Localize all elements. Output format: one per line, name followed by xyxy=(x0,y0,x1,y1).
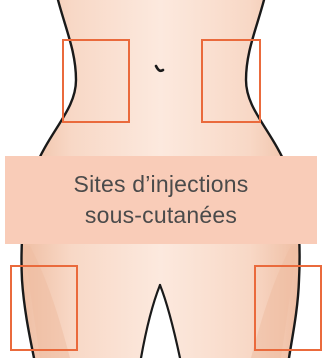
caption-line-1: Sites d’injections xyxy=(74,169,249,200)
caption-box: Sites d’injections sous-cutanées xyxy=(5,156,317,244)
caption-line-2: sous-cutanées xyxy=(85,200,237,231)
